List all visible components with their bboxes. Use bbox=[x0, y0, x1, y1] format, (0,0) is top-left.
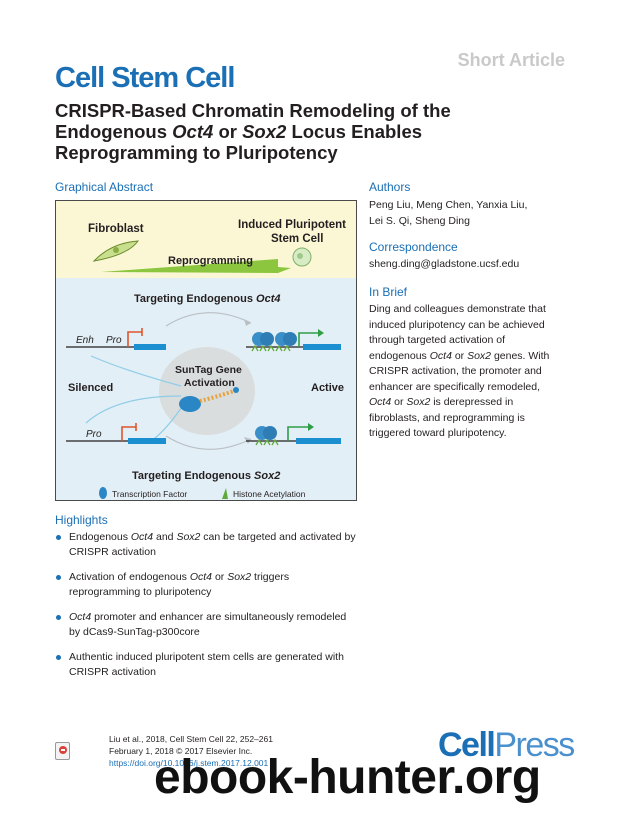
author-list: Peng Liu, Meng Chen, Yanxia Liu, Lei S. … bbox=[369, 198, 527, 229]
highlight-item: Activation of endogenous Oct4 or Sox2 tr… bbox=[55, 570, 375, 599]
citation-line-2: February 1, 2018 © 2017 Elsevier Inc. bbox=[109, 746, 253, 756]
targeting-sox2-heading: Targeting Endogenous Sox2 bbox=[132, 470, 280, 482]
transcription-factor-legend-icon bbox=[99, 487, 107, 499]
graphical-abstract-heading: Graphical Abstract bbox=[55, 180, 154, 194]
fibroblast-label: Fibroblast bbox=[88, 223, 144, 235]
active-promoter-arrow bbox=[298, 332, 318, 347]
title-line-1: CRISPR-Based Chromatin Remodeling of the bbox=[55, 100, 451, 121]
legend-transcription-factor: Transcription Factor bbox=[112, 489, 187, 499]
watermark-text: ebook-hunter.org bbox=[154, 751, 541, 804]
authors-heading: Authors bbox=[369, 180, 411, 194]
citation-line-1: Liu et al., 2018, Cell Stem Cell 22, 252… bbox=[109, 734, 273, 744]
legend-histone-acetylation: Histone Acetylation bbox=[233, 489, 306, 499]
in-brief-heading: In Brief bbox=[369, 285, 408, 299]
active-label: Active bbox=[311, 382, 344, 394]
citation-block: Liu et al., 2018, Cell Stem Cell 22, 252… bbox=[109, 733, 273, 769]
highlight-item: Oct4 promoter and enhancer are simultane… bbox=[55, 610, 375, 639]
doi-link[interactable]: https://doi.org/10.1016/j.stem.2017.12.0… bbox=[109, 758, 269, 768]
promoter-label-bottom: Pro bbox=[86, 429, 102, 440]
highlights-heading: Highlights bbox=[55, 513, 108, 527]
cellpress-logo: CellPress bbox=[438, 726, 575, 764]
article-title: CRISPR-Based Chromatin Remodeling of the… bbox=[55, 100, 555, 163]
enhancer-label: Enh bbox=[76, 335, 94, 346]
correspondence-email[interactable]: sheng.ding@gladstone.ucsf.edu bbox=[369, 258, 520, 270]
correspondence-heading: Correspondence bbox=[369, 240, 458, 254]
dcas9-suntag-complex-icon bbox=[179, 387, 239, 412]
nucleosome-cluster-top bbox=[251, 332, 297, 352]
nucleosome-cluster-bottom bbox=[255, 426, 279, 446]
silenced-label: Silenced bbox=[68, 382, 113, 394]
ipsc-label-line1: Induced Pluripotent bbox=[238, 219, 346, 231]
journal-logo: Cell Stem Cell bbox=[55, 62, 235, 94]
authors-line-2: Lei S. Qi, Sheng Ding bbox=[369, 214, 470, 227]
ipsc-label-line2: Stem Cell bbox=[271, 233, 323, 245]
graphical-abstract-figure: Fibroblast Induced Pluripotent Stem Cell… bbox=[55, 200, 357, 501]
suntag-label-line1: SunTag Gene bbox=[175, 364, 242, 376]
highlights-list: Endogenous Oct4 and Sox2 can be targeted… bbox=[55, 530, 375, 690]
targeting-oct4-heading: Targeting Endogenous Oct4 bbox=[134, 293, 280, 305]
authors-line-1: Peng Liu, Meng Chen, Yanxia Liu, bbox=[369, 199, 528, 211]
title-line-3: Reprogramming to Pluripotency bbox=[55, 142, 338, 163]
histone-acetylation-legend-icon bbox=[222, 488, 228, 499]
crossmark-icon[interactable] bbox=[55, 742, 70, 760]
article-type-label: Short Article bbox=[457, 50, 565, 70]
promoter-label-top: Pro bbox=[106, 335, 122, 346]
reprogramming-arrow bbox=[101, 259, 291, 273]
in-brief-text: Ding and colleagues demonstrate that ind… bbox=[369, 303, 550, 439]
reprogramming-label: Reprogramming bbox=[168, 255, 253, 267]
repressed-promoter-mark bbox=[127, 328, 143, 347]
title-line-2: Endogenous Oct4 or Sox2 Locus Enables bbox=[55, 121, 423, 142]
suntag-label-line2: Activation bbox=[184, 377, 235, 389]
highlight-item: Authentic induced pluripotent stem cells… bbox=[55, 650, 375, 679]
highlight-item: Endogenous Oct4 and Sox2 can be targeted… bbox=[55, 530, 375, 559]
